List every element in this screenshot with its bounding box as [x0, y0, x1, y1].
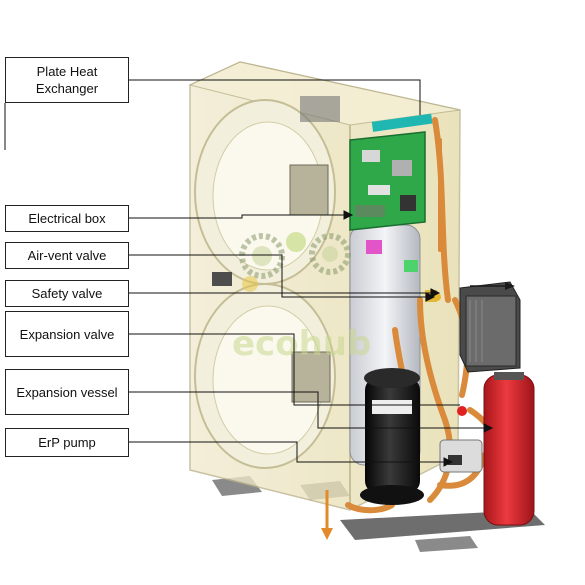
plate-heat-exchanger: [459, 281, 521, 373]
electrical-box-pcb: [349, 113, 433, 231]
label-air-vent-valve: Air-vent valve: [5, 242, 129, 269]
drain-arrow: [321, 490, 333, 540]
label-expansion-valve-text: Expansion valve: [19, 326, 115, 342]
label-expansion-vessel: Expansion vessel: [5, 369, 129, 415]
label-plate-heat-exchanger-text: Plate Heat Exchanger: [35, 64, 99, 96]
flow-arrow: [470, 282, 515, 290]
compressor: [360, 368, 424, 505]
label-expansion-valve: Expansion valve: [5, 311, 129, 357]
label-erp-pump-text: ErP pump: [38, 435, 96, 450]
label-erp-pump: ErP pump: [5, 428, 129, 457]
expansion-vessel-shape: [483, 372, 535, 526]
watermark-text: ecohub: [232, 324, 371, 364]
label-plate-heat-exchanger: Plate Heat Exchanger: [5, 57, 129, 103]
label-expansion-vessel-text: Expansion vessel: [16, 384, 118, 400]
label-safety-valve: Safety valve: [5, 280, 129, 307]
leader-lines: [4, 79, 494, 467]
label-safety-valve-text: Safety valve: [31, 286, 103, 301]
label-electrical-box: Electrical box: [5, 205, 129, 232]
label-air-vent-valve-text: Air-vent valve: [27, 248, 107, 263]
erp-pump-shape: [439, 439, 483, 473]
label-electrical-box-text: Electrical box: [28, 211, 106, 226]
valve-markers: [433, 293, 467, 416]
